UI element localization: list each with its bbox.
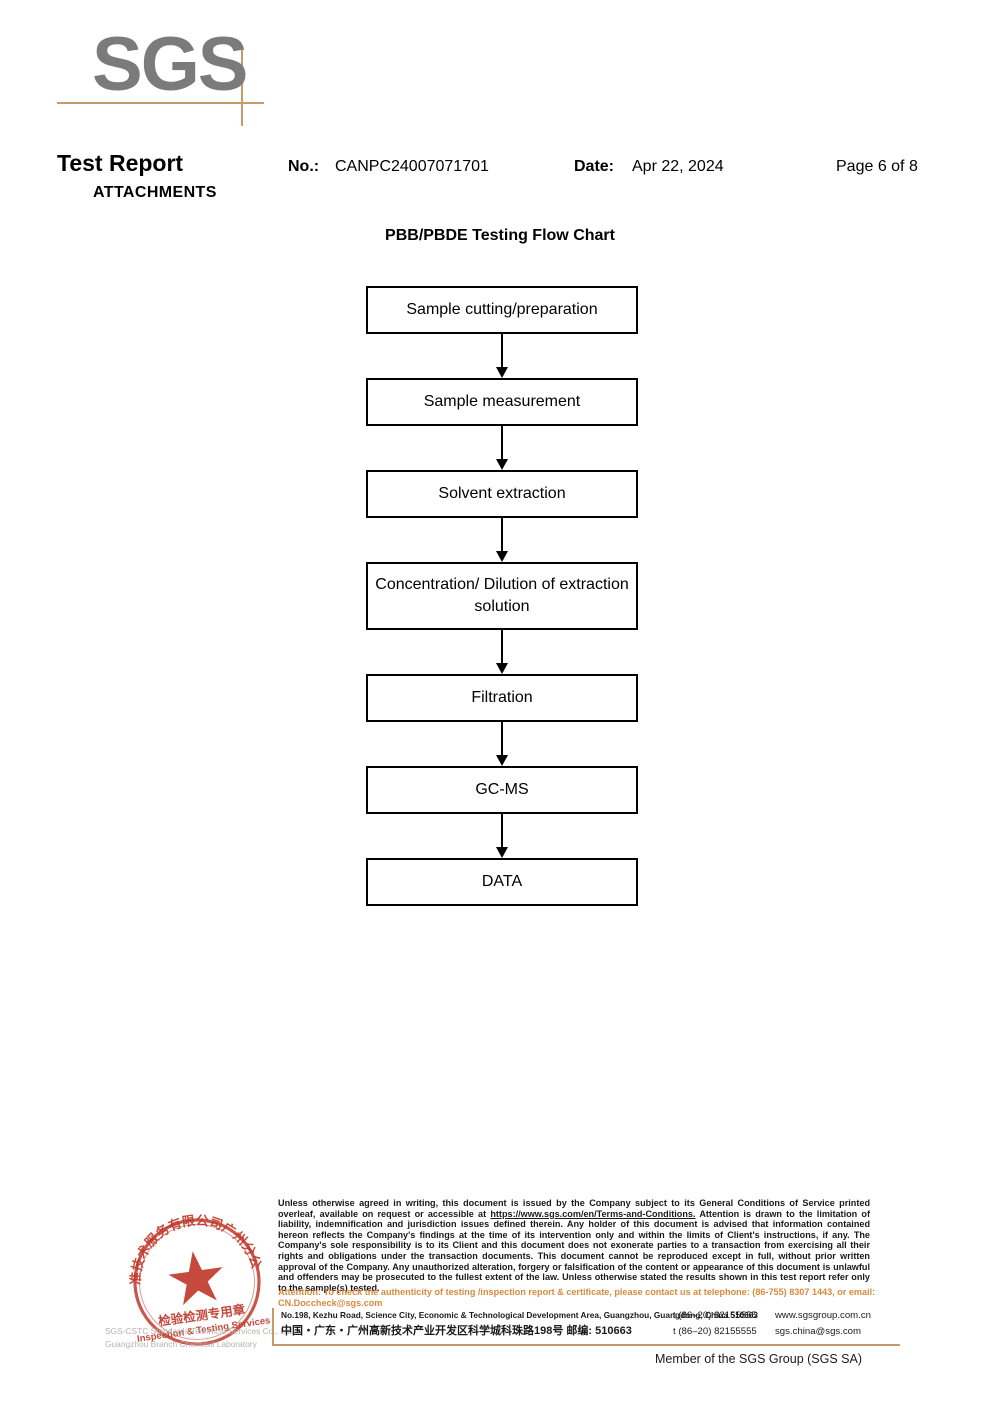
flow-arrow-3 <box>366 518 638 562</box>
report-date-value: Apr 22, 2024 <box>632 158 724 175</box>
flow-arrow-6 <box>366 814 638 858</box>
email-address[interactable]: sgs.china@sgs.com <box>775 1326 861 1337</box>
branch-line-2: Guangzhou Branch Chemical Laboratory <box>105 1339 257 1349</box>
report-no-value: CANPC24007071701 <box>335 158 489 175</box>
flow-step-5: Filtration <box>366 674 638 722</box>
telephone-1: t (86–20) 82155555 <box>673 1310 757 1321</box>
branch-line-1: SGS-CSTC Standards Technical Services Co… <box>105 1326 295 1336</box>
inspection-stamp-icon: 标准技术服务有限公司广州分公司 检验检测专用章 Inspection & Tes… <box>118 1203 276 1361</box>
website-url[interactable]: www.sgsgroup.com.cn <box>775 1310 871 1321</box>
flow-arrow-4 <box>366 630 638 674</box>
flow-step-1: Sample cutting/preparation <box>366 286 638 334</box>
sgs-logo: SGS <box>57 22 292 126</box>
flow-chart: Sample cutting/preparation Sample measur… <box>366 286 638 906</box>
legal-text-part2: Attention is drawn to the limitation of … <box>278 1208 870 1293</box>
flow-arrow-5 <box>366 722 638 766</box>
laboratory-branch-text: SGS-CSTC Standards Technical Services Co… <box>105 1325 295 1351</box>
member-notice: Member of the SGS Group (SGS SA) <box>654 1352 862 1366</box>
footer-rule <box>272 1344 900 1346</box>
flow-step-3: Solvent extraction <box>366 470 638 518</box>
logo-vertical-rule <box>241 50 243 126</box>
flow-chart-title: PBB/PBDE Testing Flow Chart <box>385 227 615 244</box>
logo-text: SGS <box>92 22 248 107</box>
flow-step-7: DATA <box>366 858 638 906</box>
flow-arrow-1 <box>366 334 638 378</box>
flow-step-4: Concentration/ Dilution of extraction so… <box>366 562 638 630</box>
legal-disclaimer: Unless otherwise agreed in writing, this… <box>278 1198 870 1293</box>
attention-notice: Attention: To check the authenticity of … <box>278 1287 876 1308</box>
flow-step-6: GC-MS <box>366 766 638 814</box>
page-title: Test Report <box>57 150 184 176</box>
address-english: No.198, Kezhu Road, Science City, Econom… <box>281 1310 759 1320</box>
flow-step-2: Sample measurement <box>366 378 638 426</box>
legal-text-part1: Unless otherwise agreed in writing, this… <box>278 1198 870 1219</box>
report-date-label: Date: <box>574 158 615 175</box>
telephone-2: t (86–20) 82155555 <box>673 1326 757 1337</box>
address-divider <box>272 1308 274 1344</box>
logo-horizontal-rule <box>57 102 264 104</box>
terms-and-conditions-link[interactable]: https://www.sgs.com/en/Terms-and-Conditi… <box>490 1208 696 1219</box>
flow-arrow-2 <box>366 426 638 470</box>
page-subtitle: ATTACHMENTS <box>93 184 217 201</box>
footer: Unless otherwise agreed in writing, this… <box>0 1190 1000 1415</box>
address-chinese: 中国・广东・广州高新技术产业开发区科学城科珠路198号 邮编: 510663 <box>281 1325 632 1337</box>
report-no-label: No.: <box>288 158 320 175</box>
page-number: Page 6 of 8 <box>836 158 918 175</box>
